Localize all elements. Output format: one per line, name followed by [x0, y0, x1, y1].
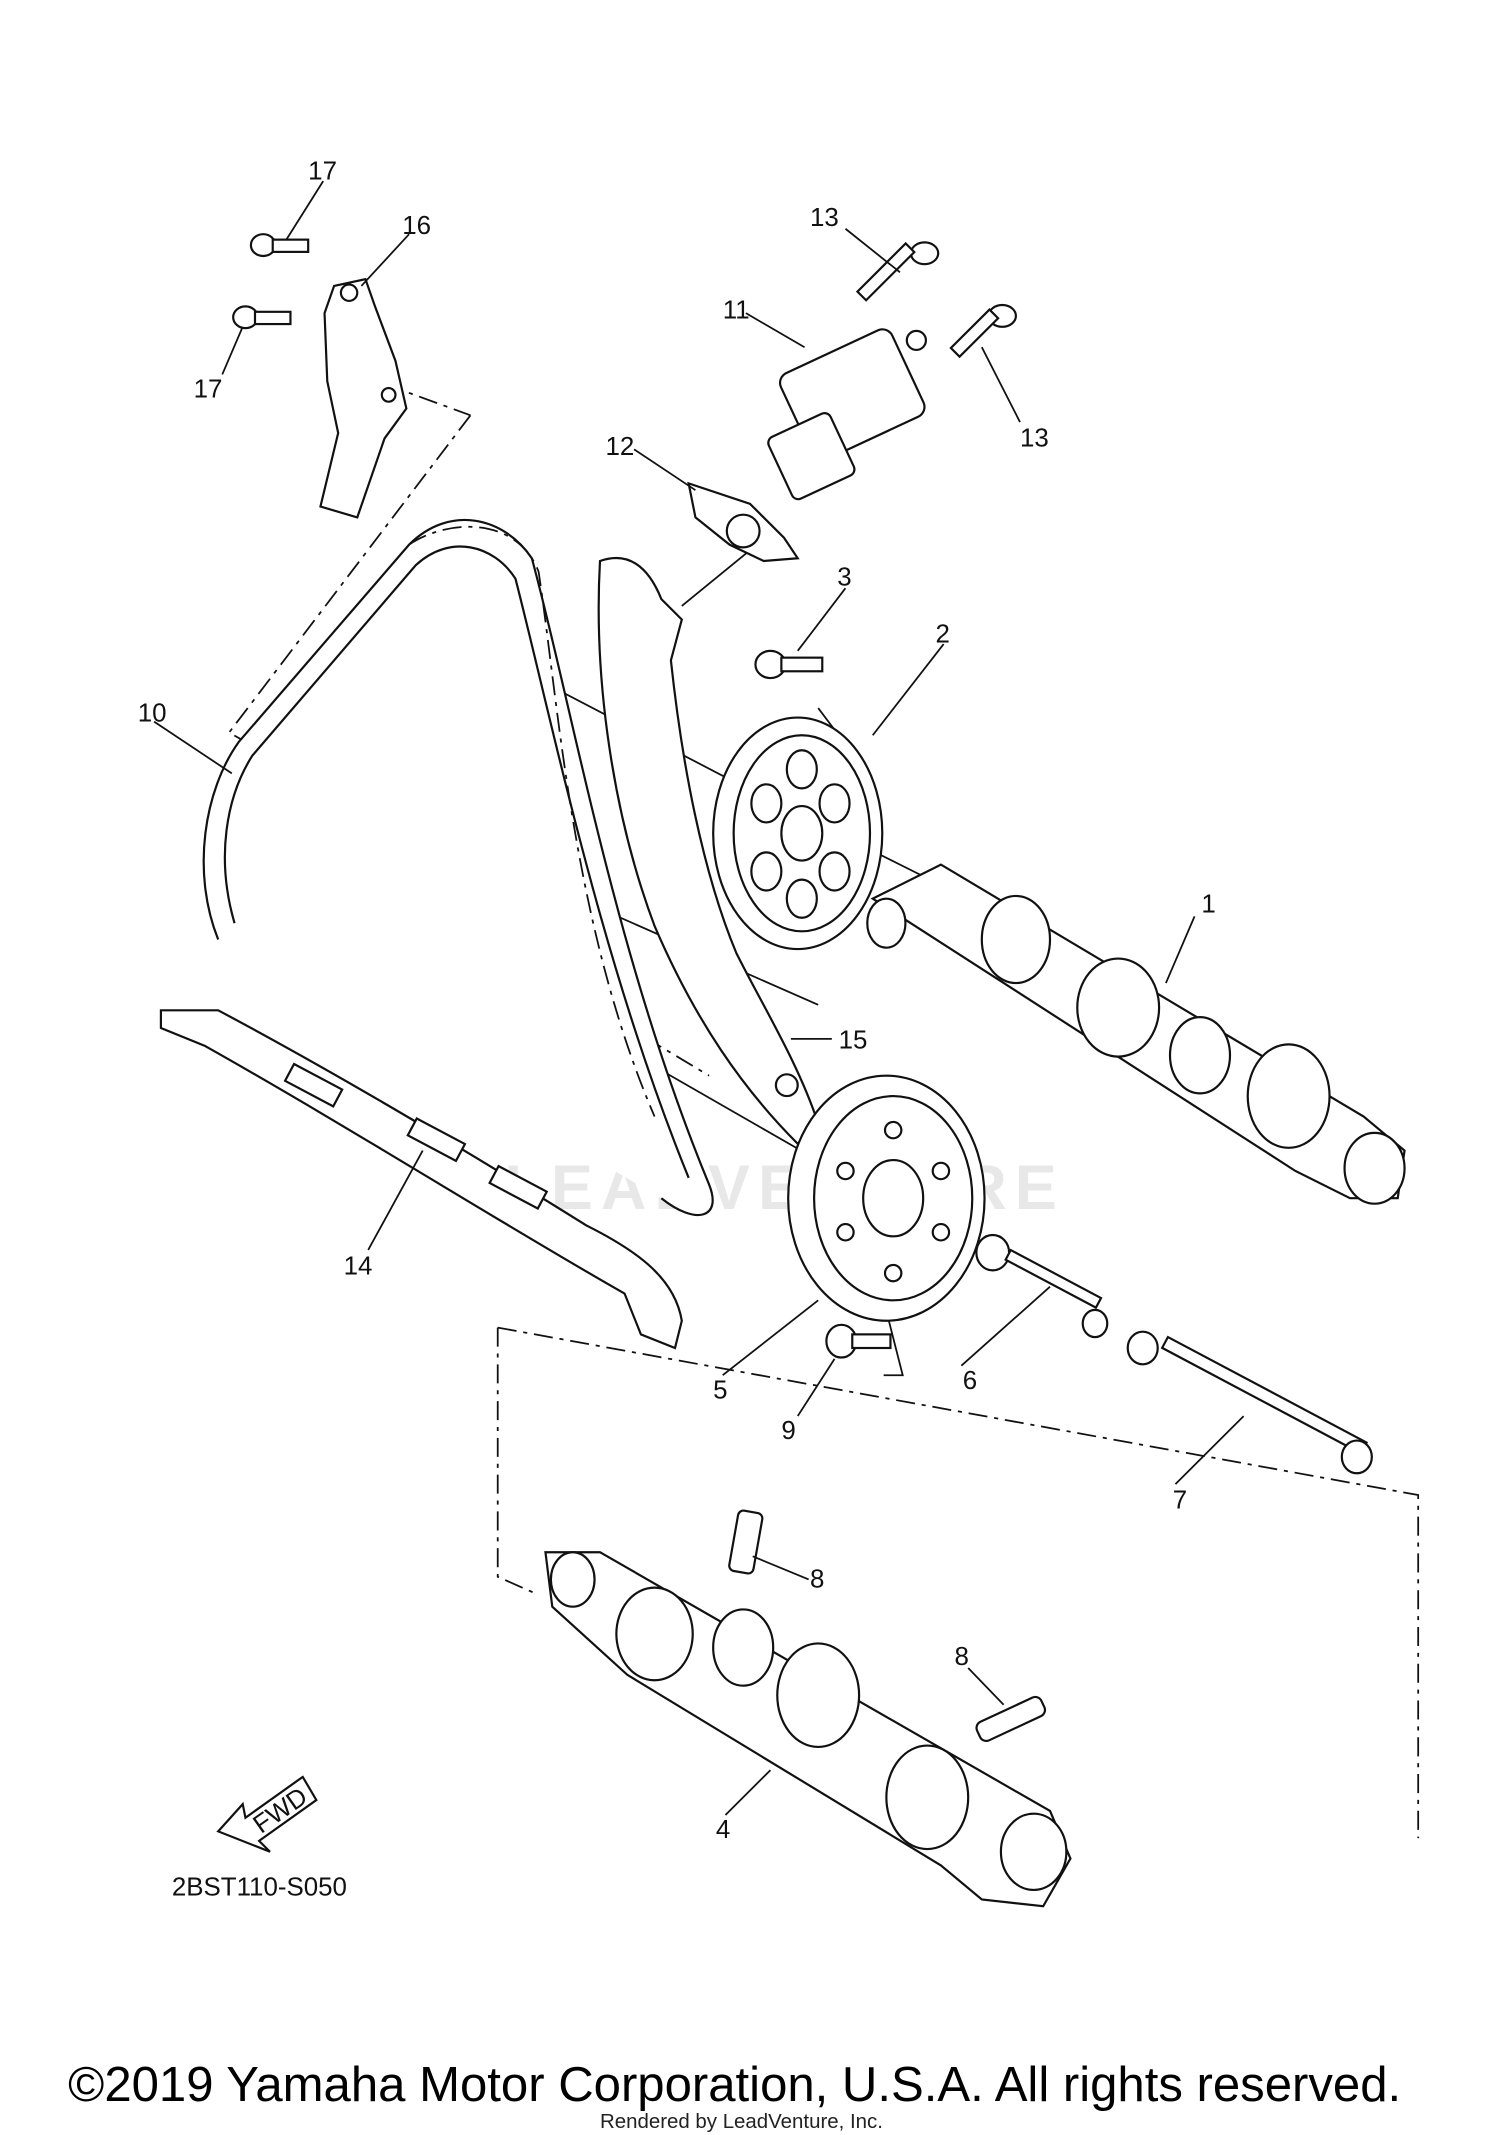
- copyright-notice: ©2019 Yamaha Motor Corporation, U.S.A. A…: [68, 2058, 1401, 2112]
- bolt-9: [825, 1323, 892, 1359]
- camshaft-sprocket-2: [712, 716, 884, 951]
- chain-guide-bracket: [319, 277, 408, 519]
- callout-9: 9: [781, 1417, 795, 1445]
- callout-1: 1: [1201, 890, 1215, 918]
- callout-6: 6: [963, 1367, 977, 1395]
- chain-tensioner: [767, 328, 927, 501]
- callout-2: 2: [935, 621, 949, 649]
- bolt-3: [754, 649, 824, 680]
- bolt-13-upper: [855, 241, 940, 302]
- callout-17-upper: 17: [308, 158, 337, 186]
- callout-14: 14: [344, 1252, 373, 1280]
- callout-13-upper: 13: [810, 204, 839, 232]
- callout-17-lower: 17: [194, 376, 223, 404]
- callout-7: 7: [1173, 1487, 1187, 1515]
- shaft-7: [1126, 1330, 1373, 1475]
- callout-16: 16: [402, 212, 431, 240]
- callout-10: 10: [138, 700, 167, 728]
- leader-lines: [153, 180, 1245, 1816]
- rendered-by-notice: Rendered by LeadVenture, Inc.: [600, 2111, 883, 2133]
- bolt-17-upper: [249, 233, 310, 258]
- callouts: 1 2 3 4 5 6 7 8 8 9 10 11 12 13 13 14 15…: [138, 158, 1216, 1844]
- callout-13-lower: 13: [1020, 425, 1049, 453]
- tensioner-gasket: [687, 481, 800, 563]
- callout-15: 15: [839, 1026, 868, 1054]
- diagram-reference-code: 2BST110-S050: [172, 1873, 347, 1901]
- callout-5: 5: [713, 1376, 727, 1404]
- camshaft-4: [544, 1551, 1072, 1908]
- callout-8-upper: 8: [810, 1566, 824, 1594]
- chain-guide-14: [159, 1009, 683, 1350]
- callout-11: 11: [723, 297, 750, 325]
- shaft-6: [975, 1233, 1109, 1339]
- callout-4: 4: [716, 1816, 730, 1844]
- timing-chain: [202, 519, 714, 1216]
- pin-8-upper: [728, 1509, 764, 1575]
- pin-8-lower: [975, 1695, 1047, 1743]
- camshaft-sprocket-5: [787, 1074, 986, 1322]
- fwd-arrow-icon: FWD: [216, 1775, 318, 1853]
- bolt-17-lower: [232, 305, 292, 330]
- callout-12: 12: [605, 433, 634, 461]
- callout-3: 3: [837, 564, 851, 592]
- callout-8-lower: 8: [955, 1643, 969, 1671]
- camshaft-1: [866, 863, 1406, 1205]
- chain-guide-15: [597, 556, 820, 1146]
- bolt-13-lower: [949, 303, 1017, 359]
